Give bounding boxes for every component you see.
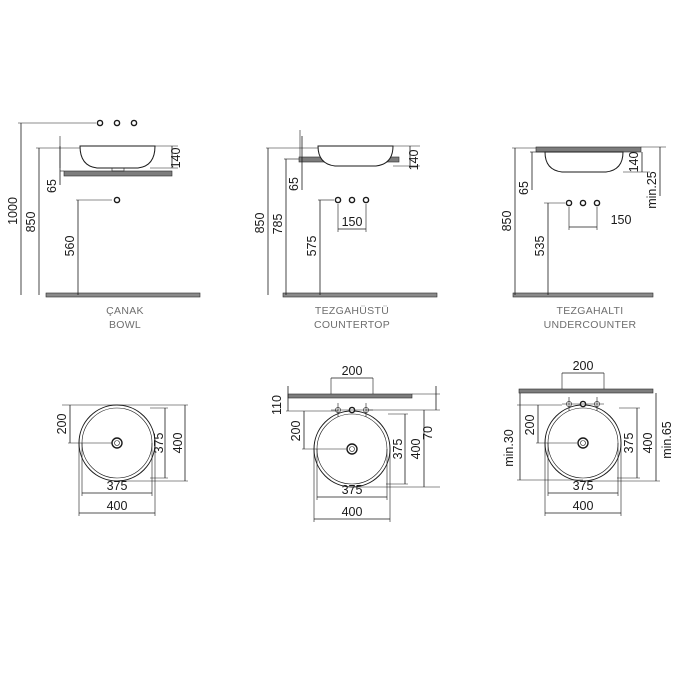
dim-min-front: min.30 (502, 429, 516, 467)
plan-countertop: 200 110 200 375 400 70 375 400 (270, 364, 440, 522)
dim-waste-height: 560 (63, 236, 77, 257)
dim-basin-height: 140 (407, 150, 421, 171)
dim-basin-height: 140 (627, 152, 641, 173)
tap-hole-icon (348, 196, 356, 204)
dim-waste-offset: 200 (523, 415, 537, 436)
dim-counter-underside: 785 (271, 214, 285, 235)
dim-inner-diameter: 375 (107, 479, 128, 493)
dim-counter-height: 850 (24, 212, 38, 233)
waste-outlet-icon (346, 443, 358, 455)
waste-outlet-icon (111, 437, 123, 449)
tap-hole-icon (565, 199, 573, 207)
dim-tap-spacing: 150 (342, 215, 363, 229)
counter-slab (287, 393, 413, 399)
dim-depth-outer: 400 (409, 439, 423, 460)
elevation-countertop: 850 785 65 575 150 140 TEZGAHÜSTÜ COUNTE… (253, 130, 438, 331)
caption-tr: TEZGAHÜSTÜ (315, 305, 389, 317)
dim-inner-diameter: 375 (342, 483, 363, 497)
dim-depth-outer: 400 (171, 433, 185, 454)
dim-waste-offset: 200 (289, 421, 303, 442)
dim-tap-spacing: 150 (611, 213, 632, 227)
floor-line (512, 292, 654, 298)
dim-counter-height: 850 (500, 211, 514, 232)
plan-bowl: 200 375 400 375 400 (55, 404, 188, 516)
dim-waste-height: 535 (533, 236, 547, 257)
tap-hole-icon (334, 196, 342, 204)
dim-waste-offset: 200 (55, 414, 69, 435)
dim-outer-diameter: 400 (342, 505, 363, 519)
dim-counter-thickness: 65 (45, 179, 59, 193)
dim-top-offset: 200 (573, 359, 594, 373)
dim-depth-inner: 375 (622, 433, 636, 454)
dim-outer-diameter: 400 (573, 499, 594, 513)
bowl-basin (79, 145, 156, 169)
counter-slab (518, 388, 654, 394)
dim-counter-thickness: 65 (287, 177, 301, 191)
dim-depth-inner: 375 (152, 433, 166, 454)
dim-min-clearance: min.25 (645, 171, 659, 209)
dim-counter-thickness: 65 (517, 181, 531, 195)
dim-top-offset: 200 (342, 364, 363, 378)
bowl-foot (111, 167, 125, 172)
floor-line (282, 292, 438, 298)
dim-waste-height: 575 (305, 236, 319, 257)
plan-undercounter: 200 min.30 200 375 400 min.65 375 400 (502, 359, 674, 516)
dim-total-height: 1000 (6, 197, 20, 225)
undercounter-basin (544, 151, 624, 173)
countertop-basin (317, 145, 394, 167)
elevation-undercounter: 850 65 535 150 140 min.25 TEZGAHALTI UND… (500, 146, 666, 331)
dim-min-back: min.65 (660, 421, 674, 459)
dim-tap-offset: 70 (421, 426, 435, 440)
dim-basin-height: 140 (169, 148, 183, 169)
caption-en: UNDERCOUNTER (544, 319, 637, 331)
waste-outlet-icon (113, 196, 121, 204)
counter-slab (535, 146, 642, 153)
caption-en: COUNTERTOP (314, 319, 390, 331)
tap-hole-icon (96, 119, 104, 127)
dim-counter-height: 850 (253, 213, 267, 234)
tap-hole-icon (130, 119, 138, 127)
floor-line (45, 292, 201, 298)
dim-inner-diameter: 375 (573, 479, 594, 493)
tap-hole-icon (593, 199, 601, 207)
caption-tr: ÇANAK (106, 305, 144, 317)
tap-hole-icon (579, 199, 587, 207)
tap-hole-icon (362, 196, 370, 204)
dim-outer-diameter: 400 (107, 499, 128, 513)
dim-edge-distance: 110 (270, 395, 284, 415)
dim-depth-inner: 375 (391, 439, 405, 460)
tap-hole-icon (113, 119, 121, 127)
caption-tr: TEZGAHALTI (557, 305, 624, 317)
waste-outlet-icon (577, 437, 589, 449)
caption-en: BOWL (109, 319, 141, 331)
dim-depth-outer: 400 (641, 433, 655, 454)
elevation-bowl: 1000 850 65 560 140 ÇANAK BOWL (6, 119, 201, 331)
counter-slab (63, 170, 173, 177)
